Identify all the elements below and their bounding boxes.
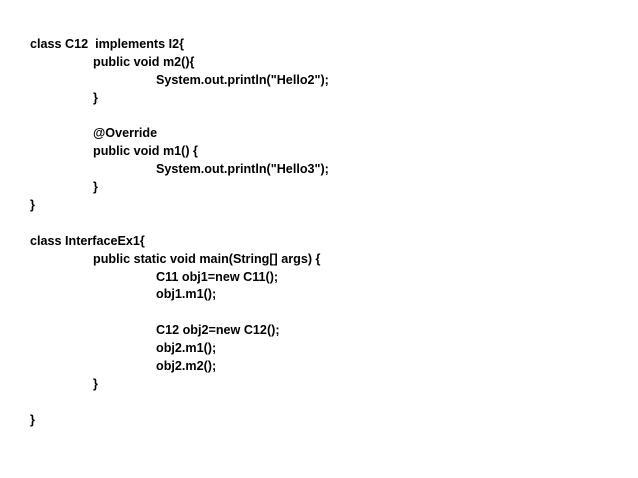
code-line-class-interfaceex1: class InterfaceEx1{ <box>30 233 145 248</box>
code-line-obj2-m2-call: obj2.m2(); <box>156 359 217 374</box>
code-line-blank <box>30 304 329 322</box>
code-line-class-interfaceex1-close: } <box>30 412 35 427</box>
code-line-obj2-declaration: C12 obj2=new C12(); <box>156 323 280 338</box>
code-line-m2-close: } <box>93 90 98 105</box>
code-line-class-c12: class C12 implements I2{ <box>30 37 185 51</box>
code-line-m2-signature: public void m2(){ <box>93 54 195 69</box>
code-block: class C12 implements I2{ public void m2(… <box>30 36 329 430</box>
code-line-class-c12-close: } <box>30 198 35 213</box>
code-line-blank <box>30 215 329 233</box>
code-line-println-hello3: System.out.println("Hello3"); <box>156 162 329 177</box>
code-line-override-annotation: @Override <box>93 126 158 141</box>
code-line-println-hello2: System.out.println("Hello2"); <box>156 72 329 87</box>
code-line-blank <box>30 108 329 126</box>
code-line-blank <box>30 394 329 412</box>
code-line-main-close: } <box>93 376 98 391</box>
code-line-m1-close: } <box>93 180 98 195</box>
code-line-obj1-m1-call: obj1.m1(); <box>156 287 217 302</box>
code-line-main-signature: public static void main(String[] args) { <box>93 251 321 266</box>
code-line-m1-signature: public void m1() { <box>93 144 198 159</box>
code-line-obj2-m1-call: obj2.m1(); <box>156 341 217 356</box>
code-line-obj1-declaration: C11 obj1=new C11(); <box>156 269 279 284</box>
